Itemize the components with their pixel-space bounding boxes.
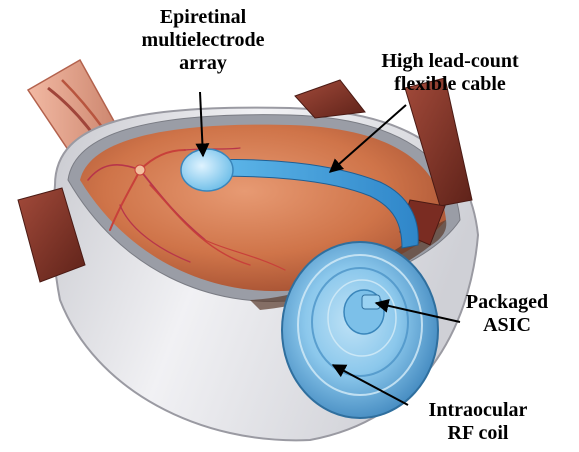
label-line: Intraocular [398,399,558,422]
rf-coil [282,242,438,418]
electrode-array [181,149,233,191]
label-line: ASIC [452,314,562,337]
label-electrode-array: Epiretinal multielectrode array [118,6,288,75]
label-rf-coil: Intraocular RF coil [398,399,558,445]
label-packaged-asic: Packaged ASIC [452,291,562,337]
label-line: High lead-count [350,50,550,73]
label-line: multielectrode [118,29,288,52]
label-line: array [118,52,288,75]
label-line: Epiretinal [118,6,288,29]
label-line: Packaged [452,291,562,314]
label-line: RF coil [398,422,558,445]
label-line: flexible cable [350,73,550,96]
packaged-asic [362,295,380,309]
label-flexible-cable: High lead-count flexible cable [350,50,550,96]
